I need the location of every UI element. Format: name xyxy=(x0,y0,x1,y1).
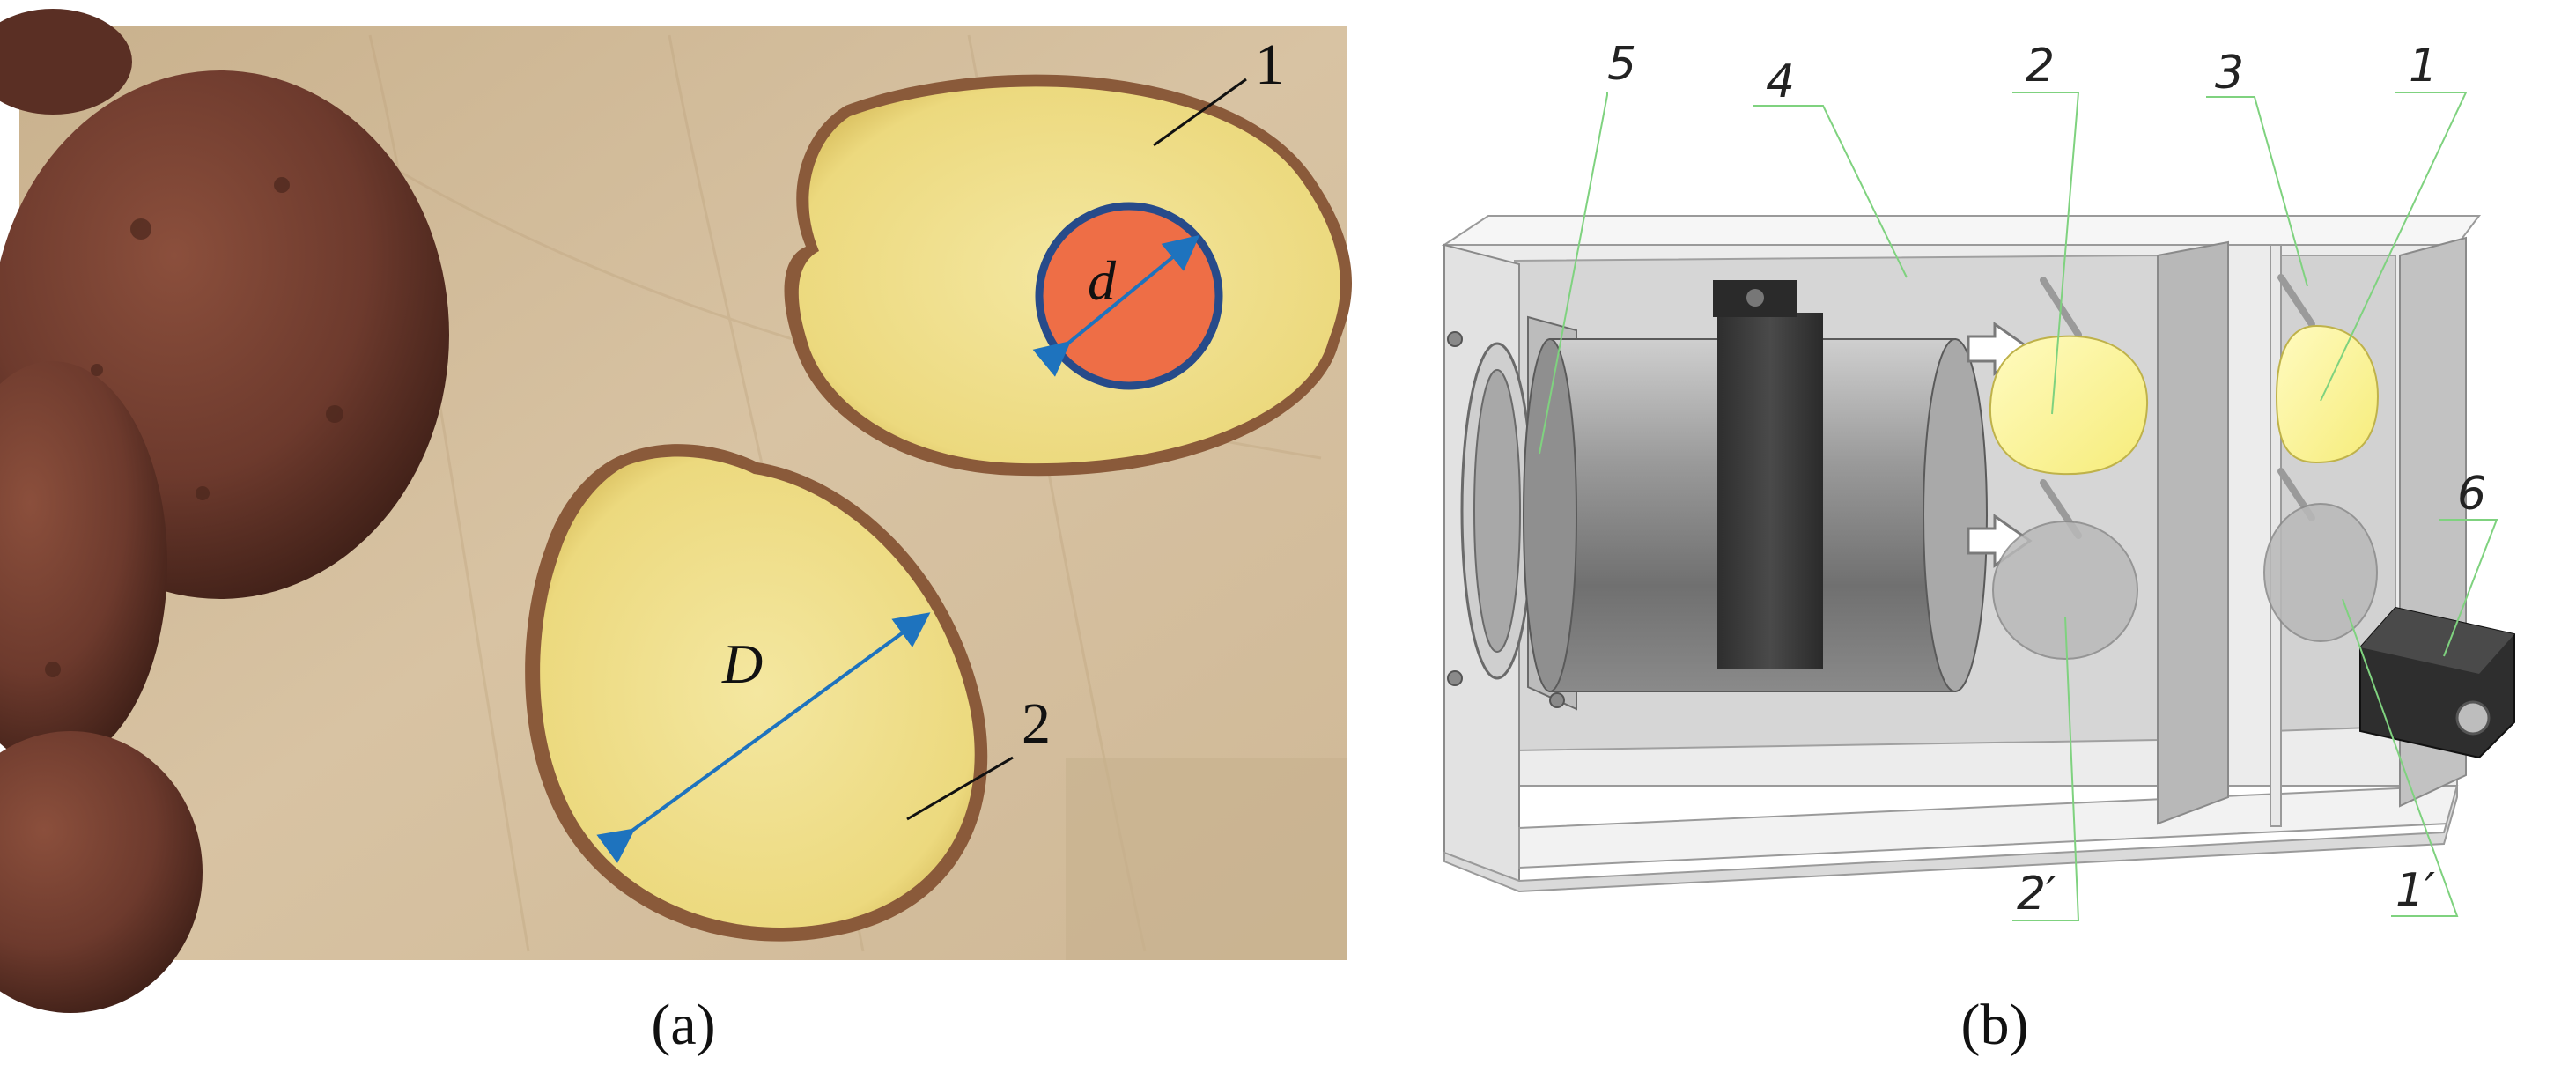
leader-1 xyxy=(2320,92,2468,402)
label-2: 2 xyxy=(1022,691,1051,756)
caption-a: (a) xyxy=(651,993,715,1057)
cylinder-assembly xyxy=(1523,280,1988,692)
potato-whole-mid xyxy=(0,361,167,766)
label-1: 1 xyxy=(2409,40,2438,92)
bolt-icon xyxy=(1447,670,1463,686)
housing-top-frame xyxy=(1441,215,2482,246)
core-diameter-arrow xyxy=(1032,234,1200,377)
clamp-band xyxy=(1717,313,1823,669)
leader-lines xyxy=(1539,92,2498,921)
bolt-icon xyxy=(1447,331,1463,347)
leader-3 xyxy=(2206,96,2308,287)
label-6: 6 xyxy=(2457,468,2486,521)
fan-inner-ring xyxy=(1473,369,1521,653)
leader-2p xyxy=(2012,616,2080,921)
diagram-labels: 5 4 2 3 1 6 2′ 1′ xyxy=(1607,38,2486,920)
potato-slice-1: d xyxy=(784,74,1352,477)
sample-fresh xyxy=(1989,335,2149,476)
chamber-2-samples xyxy=(2263,274,2380,642)
rod-upper-2 xyxy=(2277,274,2315,328)
caption-b: (b) xyxy=(1961,993,2029,1057)
core-ring xyxy=(1035,202,1223,390)
core-diameter-label: d xyxy=(1088,249,1117,312)
potato-whole-bottom xyxy=(0,731,203,1013)
camera-unit xyxy=(2359,606,2515,759)
panel-a-photo: d D 1 2 xyxy=(0,9,1352,1013)
potato-whole-corner xyxy=(0,9,132,115)
whole-potatoes xyxy=(0,9,449,1013)
label-4: 4 xyxy=(1766,55,1795,108)
leader-4 xyxy=(1753,105,1908,278)
bolt-icon xyxy=(1549,692,1565,708)
leader-1p xyxy=(2342,598,2459,917)
chamber-1-samples xyxy=(1989,277,2149,660)
leader-2 xyxy=(906,756,1014,821)
outer-diameter-label: D xyxy=(721,632,763,695)
potato-slice-2: D xyxy=(525,444,988,942)
camera-lens-icon xyxy=(2455,700,2491,736)
panel-b-diagram: 5 4 2 3 1 6 2′ 1′ xyxy=(1441,38,2515,921)
label-2p: 2′ xyxy=(2017,868,2056,920)
sample-dried-2 xyxy=(2263,503,2378,642)
divider-plate xyxy=(2157,240,2229,825)
cylinder-back-cap xyxy=(1523,338,1577,692)
label-5: 5 xyxy=(1607,38,1636,91)
label-3: 3 xyxy=(2215,47,2244,100)
leader-6 xyxy=(2439,519,2498,657)
sample-fresh-2 xyxy=(2275,324,2380,464)
leader-1 xyxy=(1153,78,1247,147)
clamp-screw-icon xyxy=(1746,289,1764,307)
camera-top xyxy=(2360,608,2514,674)
label-1p: 1′ xyxy=(2395,864,2435,917)
leader-2 xyxy=(2012,92,2080,415)
shadow-patch xyxy=(1066,758,1347,960)
leader-5 xyxy=(1539,92,1608,455)
outer-diameter-arrow xyxy=(596,612,931,864)
housing-bottom-frame xyxy=(1518,784,2459,869)
potato-eyes xyxy=(45,177,343,677)
housing-bottom-edge xyxy=(1443,785,2458,893)
cylinder-front-cap xyxy=(1923,338,1988,692)
label-1: 1 xyxy=(1255,33,1284,97)
sample-dried xyxy=(1992,521,2138,660)
label-2: 2 xyxy=(2026,40,2055,92)
